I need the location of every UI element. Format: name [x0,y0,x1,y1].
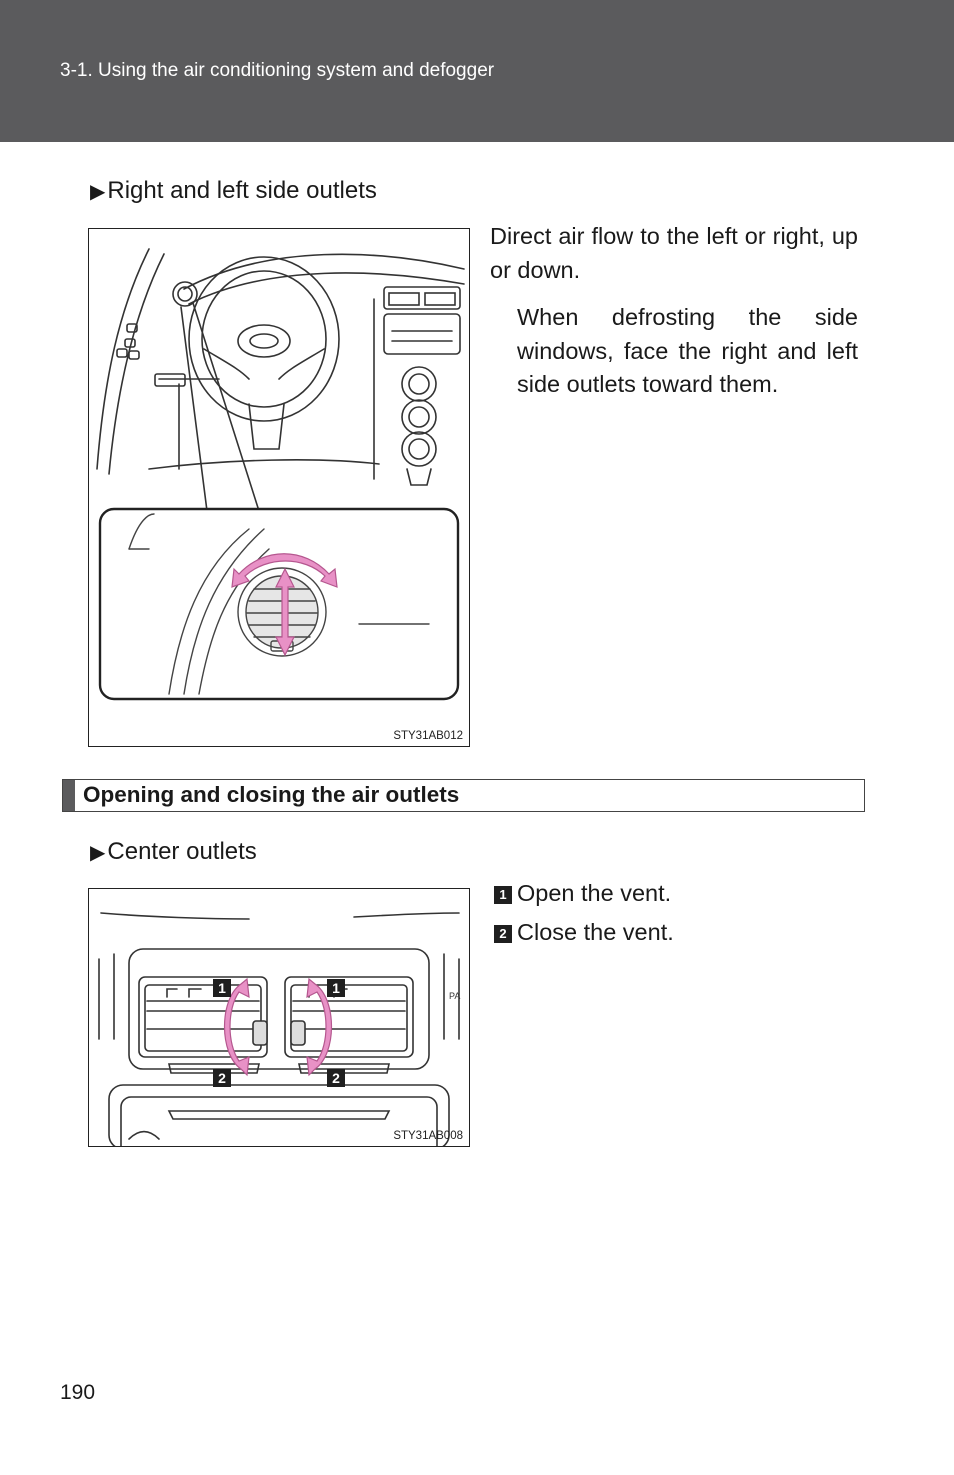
section-title: Opening and closing the air outlets [83,782,460,807]
side-outlet-drawing [96,248,465,701]
triangle-bullet-icon: ▶ [90,181,106,203]
step-number-box: 2 [494,925,512,943]
callout-group: 1 1 2 2 [213,979,345,1087]
header-title: 3-1. Using the air conditioning system a… [60,60,495,81]
callout-close-left: 2 [218,1070,226,1086]
center-outlets-heading: ▶Center outlets [90,838,257,866]
center-outlets-heading-text: Center outlets [107,838,257,865]
page-header: 3-1. Using the air conditioning system a… [0,0,954,142]
step-close: 2 Close the vent. [494,919,674,946]
callout-close-right: 2 [332,1070,340,1086]
center-outlet-drawing: PA 1 1 2 2 [98,912,460,1146]
center-figure-code: STY31AB008 [393,1130,463,1142]
side-outlets-heading-text: Right and left side outlets [107,177,377,204]
callout-box [327,1069,345,1087]
side-outlets-heading: ▶Right and left side outlets [90,177,377,205]
section-marker [63,780,75,811]
side-outlets-description: Direct air flow to the left or right, up… [490,223,858,283]
triangle-bullet-icon: ▶ [90,842,106,864]
step-open: 1 Open the vent. [494,880,671,907]
callout-box [213,1069,231,1087]
page-number: 190 [60,1381,96,1404]
callout-box [213,979,231,997]
callout-box [327,979,345,997]
callout-open-right: 1 [332,980,340,996]
step-number-box: 1 [494,886,512,904]
pa-label: PA [449,991,460,1001]
side-outlet-illustration: STY31AB012 [88,228,470,747]
center-outlet-illustration: PA 1 1 2 2 STY31AB008 [88,888,470,1147]
step-close-text: Close the vent. [517,919,674,945]
step-open-text: Open the vent. [517,880,672,906]
section-title-bar: Opening and closing the air outlets [62,779,865,812]
callout-open-left: 1 [218,980,226,996]
side-outlets-defrost-note: When defrosting the side windows, face t… [517,304,858,397]
side-figure-code: STY31AB012 [393,730,463,742]
